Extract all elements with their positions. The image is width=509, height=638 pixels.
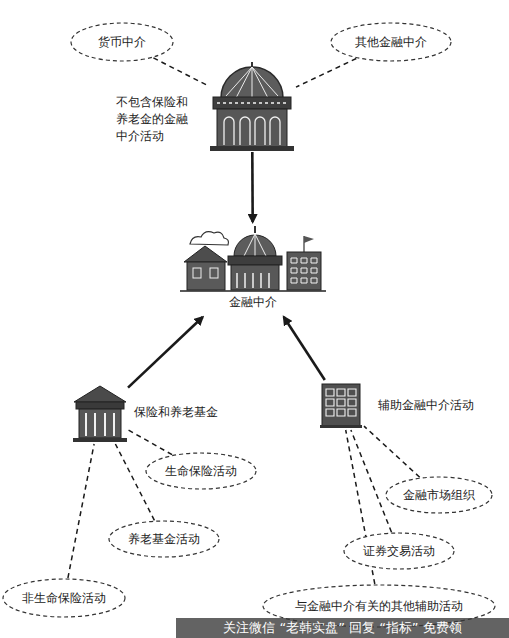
activity-ellipse: 证券交易活动: [343, 532, 455, 570]
ellipse-text: 金融市场组织: [403, 487, 475, 503]
bank-icon: [73, 386, 127, 442]
dashed-connector: [115, 444, 154, 520]
node-label: 辅助金融中介活动: [378, 397, 503, 414]
ellipse-border: [386, 477, 492, 513]
icon-part: [190, 232, 229, 245]
icon-part: [210, 268, 218, 278]
arrow-connector: [251, 152, 254, 222]
category-ellipse: 货币中介: [70, 22, 174, 62]
arrow-connector: [128, 317, 203, 388]
dashed-connector: [128, 430, 172, 455]
icon-part: [86, 413, 114, 436]
icon-part: [244, 234, 266, 256]
ellipse-border: [331, 23, 451, 61]
ellipse-border: [3, 579, 125, 617]
icon-part: [180, 290, 326, 292]
icon-part: [226, 67, 278, 98]
dashed-connector: [364, 426, 420, 477]
ellipse-border: [146, 453, 256, 489]
dashed-connector: [153, 58, 208, 86]
arrow-connector: [284, 317, 325, 380]
building-node: 保险和养老基金: [72, 384, 128, 444]
icon-part: [213, 97, 291, 109]
icon-part: [254, 226, 256, 233]
icon-part: [228, 256, 282, 265]
building-node: 辅助金融中介活动: [318, 380, 364, 430]
category-ellipse: 其他金融中介: [330, 22, 452, 62]
icon-part: [320, 425, 362, 428]
dashed-connector: [68, 444, 94, 578]
dashed-connector: [351, 430, 392, 532]
icon-part: [224, 117, 280, 145]
icon-part: [237, 273, 269, 288]
activity-ellipse: 生命保险活动: [145, 452, 257, 490]
icon-part: [326, 389, 356, 416]
ellipse-text: 证券交易活动: [363, 543, 435, 559]
icon-part: [287, 252, 321, 290]
central-node: 金融中介: [180, 222, 326, 317]
ellipse-text: 养老基金活动: [128, 531, 200, 547]
icon-part: [217, 109, 287, 147]
icon-part: [187, 262, 225, 290]
watermark-text: 关注微信 “老韩实盘” 回复 “指标” 免费领: [176, 618, 509, 638]
ellipse-border: [344, 533, 454, 569]
icon-part: [210, 146, 294, 151]
ellipse-border: [71, 23, 173, 61]
node-label: 不包含保险和养老金的金融中介活动: [116, 94, 196, 145]
icon-part: [76, 402, 124, 409]
icon-part: [184, 246, 227, 262]
node-label: 保险和养老基金: [134, 404, 244, 421]
icon-part: [73, 438, 127, 442]
icon-part: [304, 236, 314, 243]
icon-part: [193, 268, 201, 278]
activity-ellipse: 非生命保险活动: [2, 578, 126, 618]
icon-part: [234, 235, 276, 256]
icon-part: [221, 67, 283, 98]
icon-part: [79, 409, 121, 438]
ellipse-text: 与金融中介有关的其他辅助活动: [295, 598, 463, 614]
activity-ellipse: 养老基金活动: [108, 520, 220, 558]
city-illustration: [180, 226, 326, 291]
building-node: 不包含保险和养老金的金融中介活动: [208, 64, 296, 152]
ellipse-text: 其他金融中介: [355, 34, 427, 50]
icon-part: [231, 265, 279, 290]
ellipse-border: [109, 521, 219, 557]
icon-part: [322, 384, 360, 426]
dashed-connector: [296, 59, 356, 88]
icon-part: [291, 258, 317, 283]
icon-part: [74, 386, 126, 402]
ellipse-text: 非生命保险活动: [22, 590, 106, 606]
ellipse-text: 货币中介: [98, 34, 146, 50]
node-label: 金融中介: [180, 294, 326, 311]
ellipse-text: 生命保险活动: [165, 463, 237, 479]
icon-part: [217, 102, 287, 104]
dome-building-icon: [210, 62, 294, 151]
activity-ellipse: 金融市场组织: [385, 476, 493, 514]
office-tower-icon: [320, 384, 362, 428]
